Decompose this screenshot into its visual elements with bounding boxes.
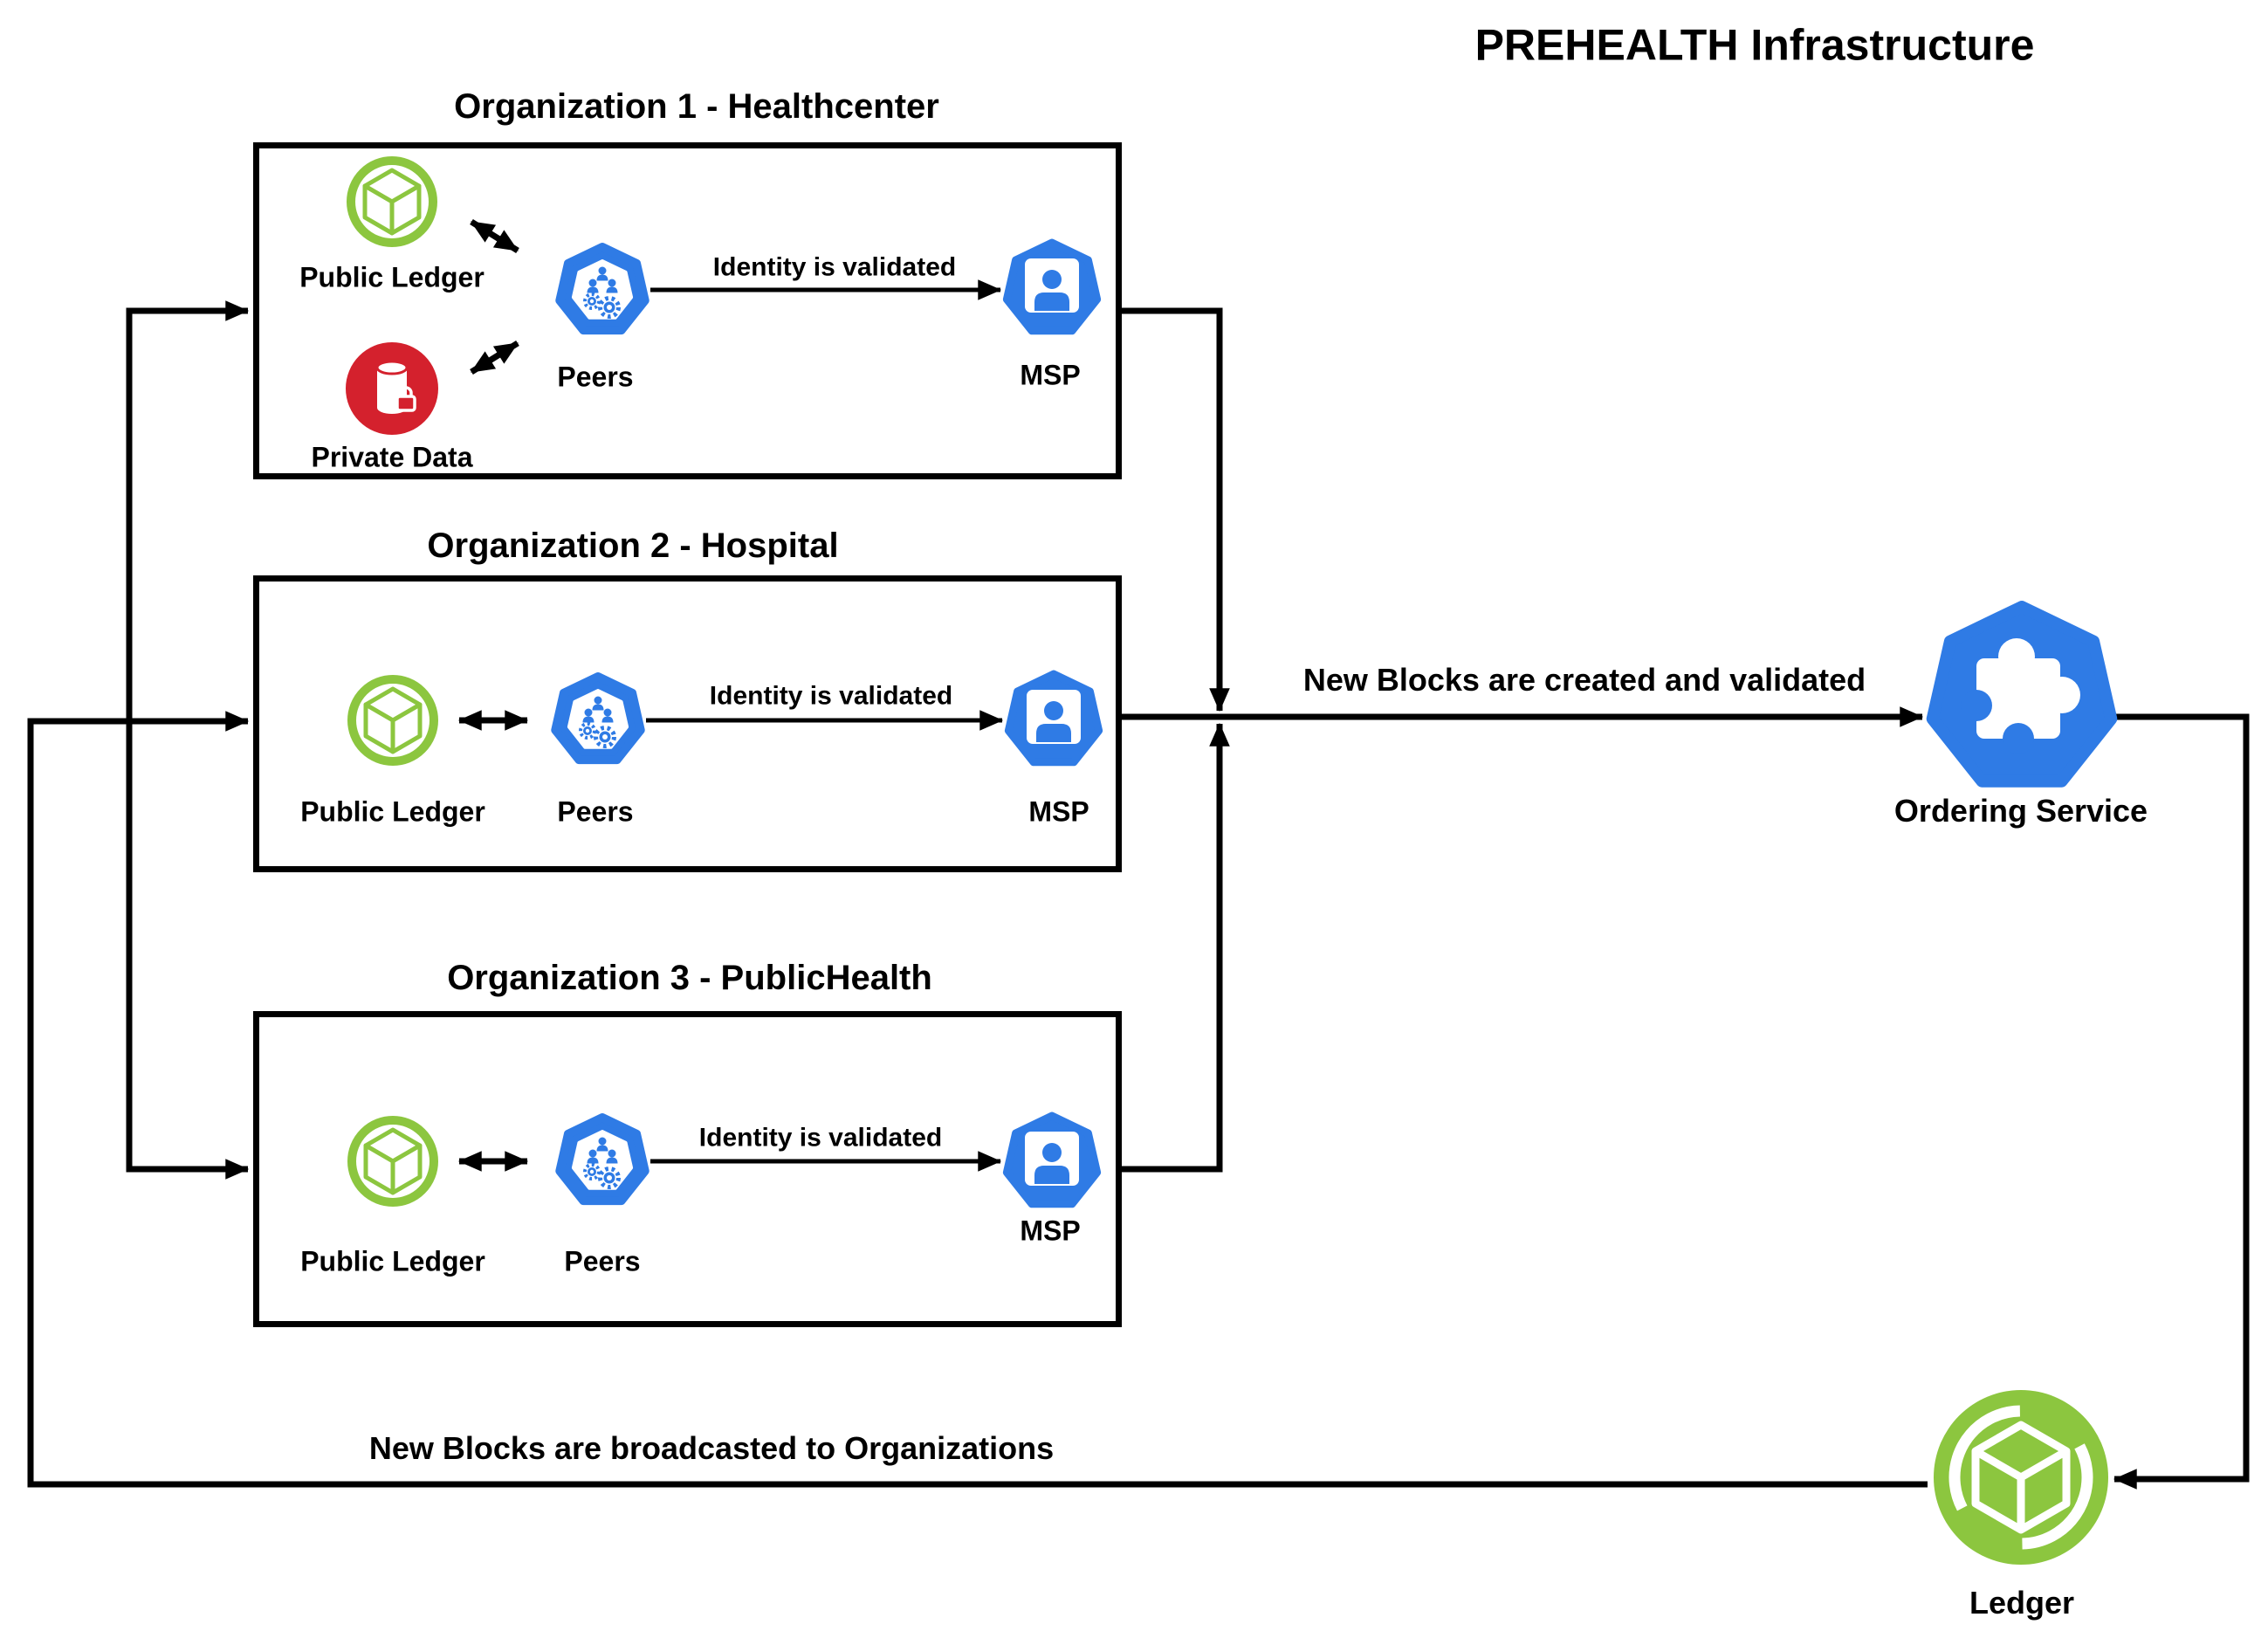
org2-identity-label: Identity is validated — [709, 681, 953, 711]
org3-msp-icon — [1002, 1112, 1102, 1208]
ledger-icon — [1934, 1390, 2108, 1565]
ordering-service-label: Ordering Service — [1893, 793, 2148, 829]
arrow-org1-public-ledger-peers — [470, 219, 519, 253]
ledger-label: Ledger — [1969, 1585, 2075, 1621]
org3-msp-label: MSP — [1020, 1215, 1081, 1247]
org1-public-ledger-label: Public Ledger — [299, 261, 485, 293]
org1-private-data-icon — [346, 342, 438, 435]
org1-public-ledger-icon — [347, 156, 437, 247]
org2-msp-label: MSP — [1028, 795, 1089, 828]
org3-public-ledger-label: Public Ledger — [300, 1245, 485, 1277]
arrow-org3-to-junction — [1122, 722, 1230, 1173]
new-blocks-created-label: New Blocks are created and validated — [1302, 662, 1866, 699]
org2-public-ledger-icon — [347, 675, 438, 766]
org3-title: Organization 3 - PublicHealth — [447, 959, 932, 997]
org2-msp-icon — [1004, 670, 1103, 767]
org2-title: Organization 2 - Hospital — [427, 526, 839, 565]
org3-public-ledger-icon — [347, 1116, 438, 1207]
org1-title: Organization 1 - Healthcenter — [454, 87, 939, 126]
arrow-org1-private-data-peers — [470, 341, 519, 375]
ordering-service-icon — [1926, 601, 2118, 788]
new-blocks-broadcast-label: New Blocks are broadcasted to Organizati… — [368, 1430, 1055, 1467]
arrow-ordering-service-to-ledger — [2113, 713, 2250, 1490]
arrow-ledger-to-org2 — [27, 711, 1928, 1488]
org2-box — [253, 575, 1122, 872]
org1-private-data-label: Private Data — [311, 441, 473, 473]
org1-msp-icon — [1002, 238, 1102, 335]
arrow-branch-to-org3 — [126, 721, 250, 1180]
page-title: PREHEALTH Infrastructure — [1474, 20, 2035, 70]
org3-identity-label: Identity is validated — [698, 1123, 943, 1153]
org2-peers-label: Peers — [557, 795, 634, 828]
org1-peers-icon — [555, 243, 649, 335]
org3-peers-icon — [555, 1113, 649, 1206]
org3-box — [253, 1011, 1122, 1327]
org3-peers-label: Peers — [564, 1245, 641, 1277]
org1-identity-label: Identity is validated — [712, 252, 957, 282]
org2-public-ledger-label: Public Ledger — [300, 795, 485, 828]
org1-box — [253, 142, 1122, 479]
org1-msp-label: MSP — [1020, 359, 1081, 391]
org2-peers-icon — [551, 672, 645, 765]
org1-peers-label: Peers — [557, 361, 634, 393]
arrow-branch-to-org1 — [126, 300, 250, 721]
arrow-org1-to-junction — [1122, 307, 1230, 712]
